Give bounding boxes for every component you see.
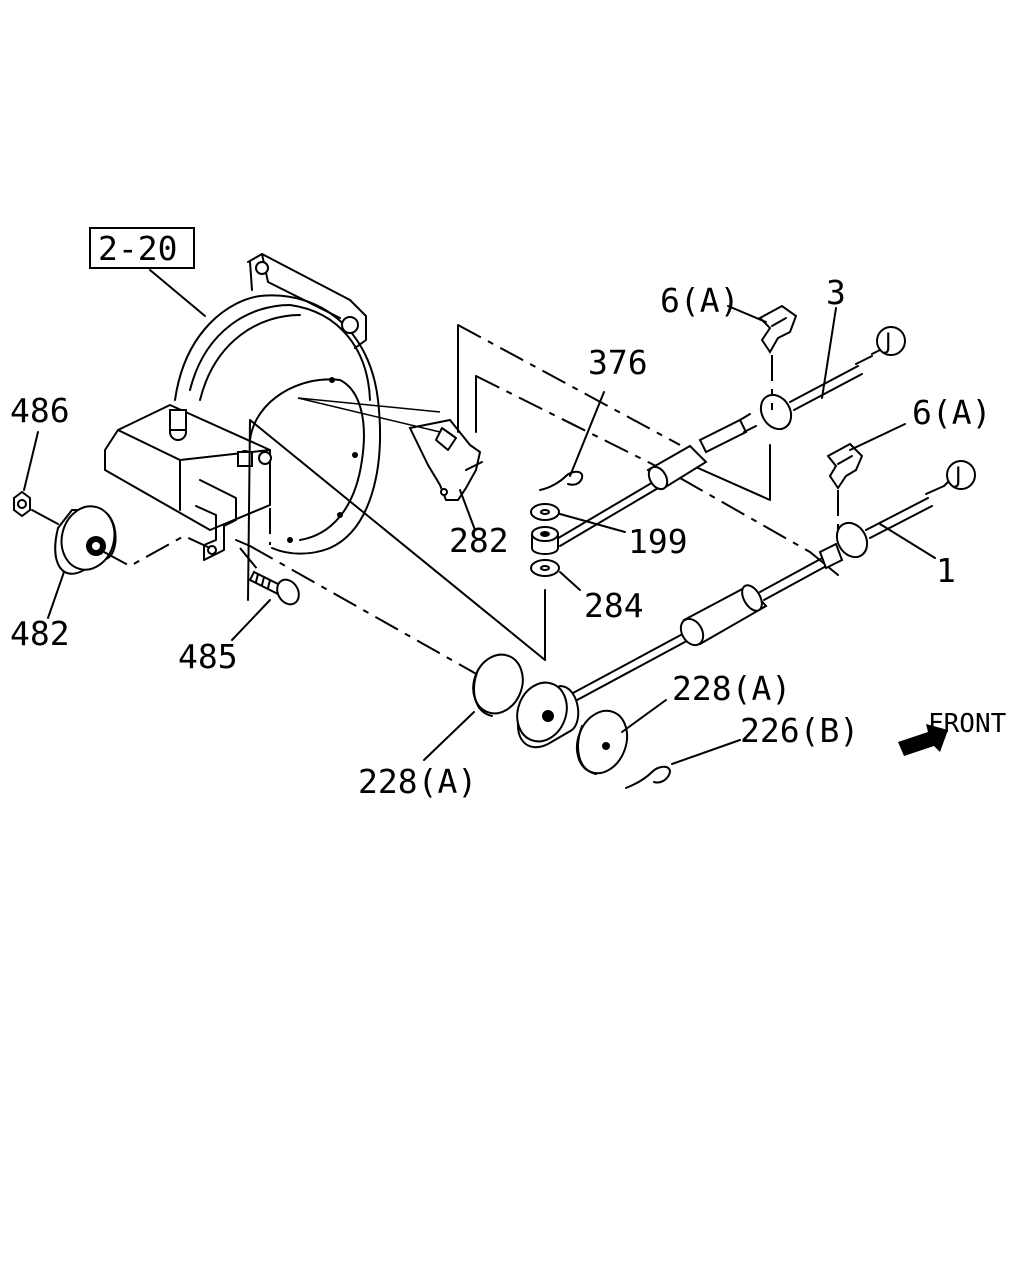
- cable-3[interactable]: [554, 355, 873, 547]
- leader-226b: [671, 739, 741, 765]
- reference-box-label: 2-20: [98, 229, 177, 268]
- callout-3: 3: [826, 273, 846, 312]
- callout-282: 282: [449, 521, 509, 560]
- callout-284: 284: [584, 586, 644, 625]
- leader-282: [459, 489, 476, 531]
- callout-228a-right: 228(A): [672, 669, 791, 708]
- pin-376[interactable]: [539, 470, 584, 491]
- washer-199[interactable]: [530, 503, 560, 521]
- leader-3: [821, 307, 837, 399]
- routing-line-diagonal: [249, 419, 546, 661]
- washer-284[interactable]: [530, 559, 560, 577]
- connector-j-bottom[interactable]: J: [946, 460, 976, 490]
- reference-line-282: [297, 397, 441, 413]
- bracket-282[interactable]: [408, 418, 483, 501]
- callout-6a-right: 6(A): [912, 393, 991, 432]
- pin-226b[interactable]: [625, 765, 671, 789]
- cable-1[interactable]: [559, 485, 945, 707]
- connector-j-top[interactable]: J: [876, 326, 906, 356]
- leader-228a-right: [621, 699, 667, 733]
- nut-486[interactable]: [13, 490, 31, 518]
- callout-228a-left: 228(A): [358, 762, 477, 801]
- clip-6a-top[interactable]: [758, 304, 798, 354]
- pad-228a-left[interactable]: [465, 648, 531, 721]
- leader-228a-left: [423, 711, 475, 761]
- callout-482: 482: [10, 614, 70, 653]
- callout-376: 376: [588, 343, 648, 382]
- callout-199: 199: [628, 522, 688, 561]
- connector-j-bottom-label: J: [953, 464, 962, 489]
- leader-486: [23, 431, 39, 491]
- grommet[interactable]: [509, 676, 580, 749]
- callout-226b: 226(B): [740, 711, 859, 750]
- leader-376: [569, 391, 605, 477]
- reference-box[interactable]: 2-20: [89, 227, 195, 269]
- leader-1: [879, 523, 936, 559]
- front-arrow-icon: [898, 724, 948, 756]
- callout-485: 485: [178, 637, 238, 676]
- leader-199: [559, 513, 626, 533]
- bolt-485[interactable]: [248, 570, 303, 608]
- callout-1: 1: [936, 551, 956, 590]
- callout-486: 486: [10, 391, 70, 430]
- bushing-482[interactable]: [54, 500, 122, 575]
- connector-j-top-label: J: [883, 330, 892, 355]
- leader-6a-top: [727, 305, 767, 323]
- leader-485: [231, 599, 271, 641]
- bushing[interactable]: [531, 526, 559, 555]
- callout-6a-top: 6(A): [660, 281, 739, 320]
- leader-6a-right: [849, 423, 906, 451]
- clip-6a-right[interactable]: [826, 442, 864, 490]
- pad-228a-right[interactable]: [569, 704, 636, 781]
- leader-2-20: [149, 269, 206, 317]
- leader-284: [559, 571, 581, 591]
- leader-482: [47, 571, 65, 619]
